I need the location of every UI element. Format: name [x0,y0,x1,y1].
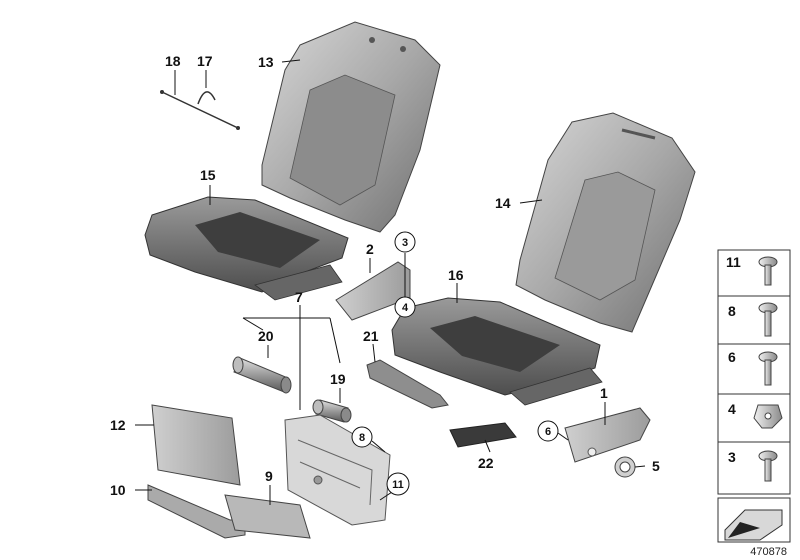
callout-17: 17 [197,53,213,69]
motor-cylinder-small [312,399,352,423]
legend-label-3: 3 [728,449,736,465]
callout-3-circled: 3 [394,231,416,253]
side-cover [564,407,651,463]
backrest-cover-right [515,112,696,333]
callout-1: 1 [600,385,608,401]
screw-6-icon [758,351,778,386]
callout-13: 13 [258,54,274,70]
svg-text:4: 4 [402,302,409,314]
callout-7: 7 [295,289,303,305]
leader-lines [135,59,646,505]
trim-panel-9 [224,494,311,539]
legend-label-6: 6 [728,349,736,365]
side-trim-panel [335,261,411,321]
cable [160,90,240,130]
callout-5: 5 [652,458,660,474]
screw-3-icon [758,450,778,482]
callout-8-circled: 8 [351,426,373,448]
svg-text:3: 3 [402,237,408,249]
motor-cylinder [232,356,292,394]
callout-9: 9 [265,468,273,484]
callout-10: 10 [110,482,126,498]
seat-pad [449,422,517,448]
callout-16: 16 [448,267,464,283]
svg-text:6: 6 [545,426,551,438]
document-number: 470878 [750,546,787,558]
callout-20: 20 [258,328,274,344]
clip [197,91,216,105]
direction-arrow-icon [717,497,791,543]
legend-label-11: 11 [726,254,741,270]
trim-strip [366,359,449,409]
callout-22: 22 [478,455,494,471]
callout-14: 14 [495,195,511,211]
screw-8-icon [758,302,778,337]
svg-text:11: 11 [392,479,404,491]
legend-label-8: 8 [728,303,736,319]
callout-15: 15 [200,167,216,183]
callout-21: 21 [363,328,379,344]
trim-panel-12 [151,404,241,486]
backrest-cover-left [261,21,441,233]
legend-label-4: 4 [728,401,736,417]
callout-18: 18 [165,53,181,69]
clip-nut-4-icon [753,404,783,429]
washer [614,456,636,478]
trim-panel-10 [147,484,246,539]
callout-2: 2 [366,241,374,257]
callout-6-circled: 6 [537,420,559,442]
svg-text:8: 8 [359,432,365,444]
seat-cushion-right [391,297,603,406]
callout-4-circled: 4 [394,296,416,318]
seat-cushion-left [144,196,349,301]
screw-11-icon [758,256,778,286]
callout-19: 19 [330,371,346,387]
hardware-legend: 11 8 6 4 3 [717,249,791,495]
callout-11-circled: 11 [386,472,410,496]
callout-12: 12 [110,417,126,433]
